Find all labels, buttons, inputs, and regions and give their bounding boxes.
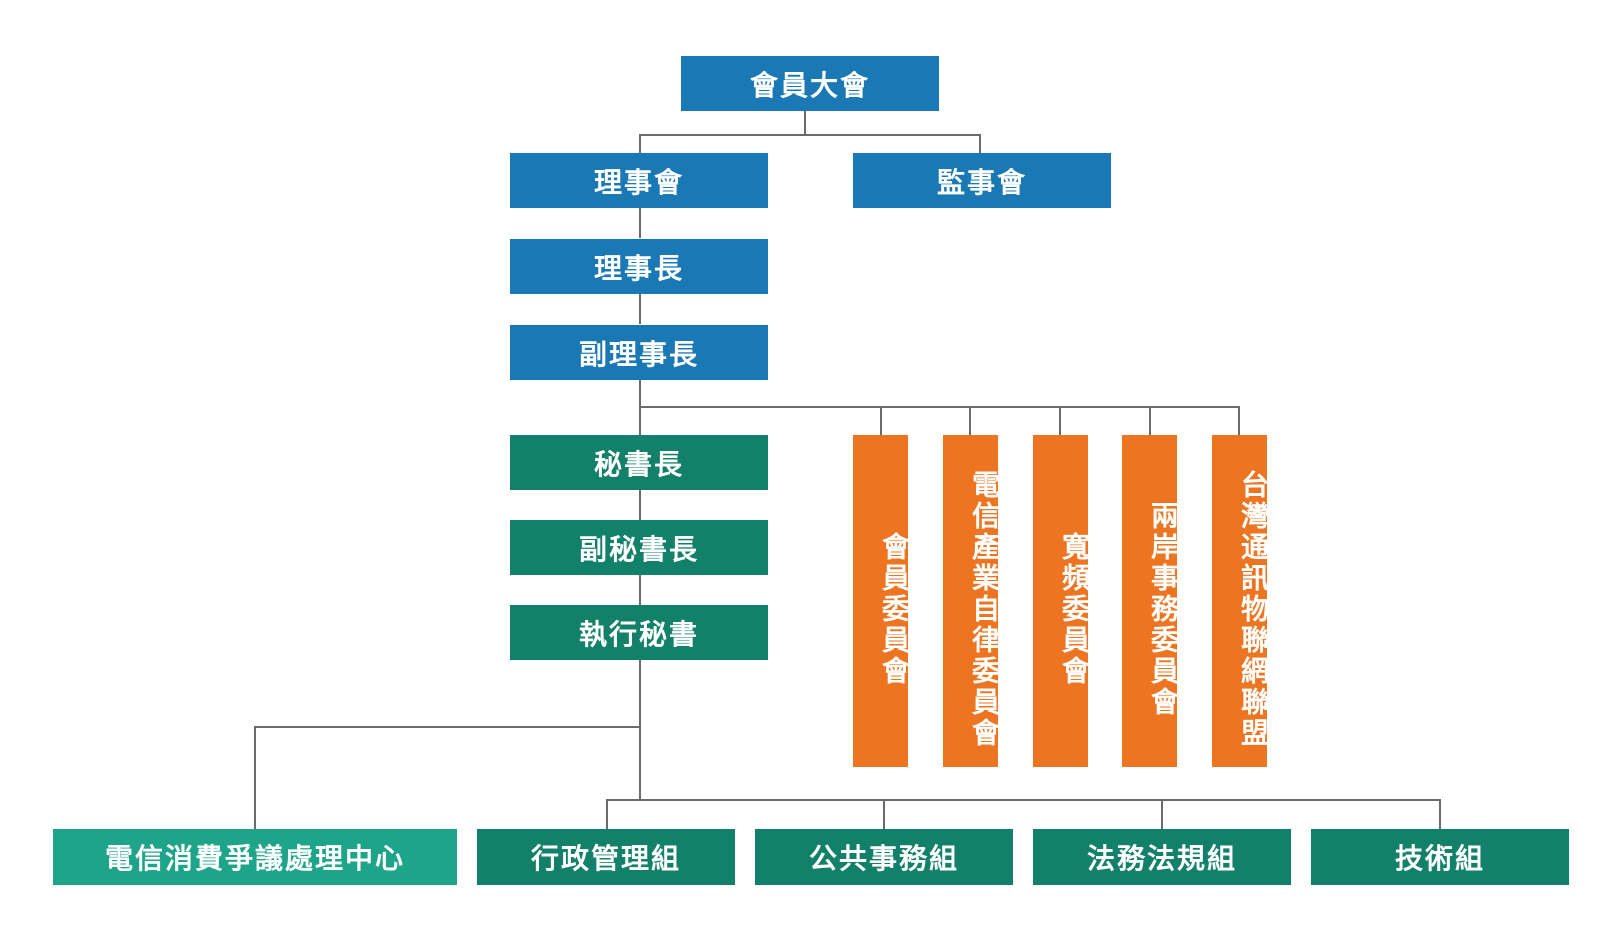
connector-line xyxy=(1059,406,1061,436)
secretary-general-box: 秘書長 xyxy=(510,435,768,490)
committee-broadband: 寬頻委員會 xyxy=(1033,435,1091,767)
connector-line xyxy=(254,726,640,728)
connector-line xyxy=(639,134,641,154)
group-public-affairs-box: 公共事務組 xyxy=(755,829,1013,885)
group-legal-box: 法務法規組 xyxy=(1033,829,1291,885)
group-technical-box: 技術組 xyxy=(1311,829,1569,885)
connector-line xyxy=(639,575,641,605)
group-admin-box: 行政管理組 xyxy=(477,829,735,885)
connector-line xyxy=(1439,799,1441,829)
connector-line xyxy=(1161,799,1163,829)
connector-line xyxy=(639,660,641,800)
connector-line xyxy=(606,799,1440,801)
chairman-box: 理事長 xyxy=(510,239,768,294)
committee-iot-alliance: 台灣通訊物聯網聯盟 xyxy=(1212,435,1270,767)
committee-telecom-self-regulation: 電信產業自律委員會 xyxy=(943,435,1001,767)
connector-line xyxy=(254,726,256,829)
committee-membership: 會員委員會 xyxy=(853,435,911,767)
board-of-directors-box: 理事會 xyxy=(510,153,768,208)
connector-line xyxy=(969,406,971,436)
executive-secretary-box: 執行秘書 xyxy=(510,605,768,660)
connector-line xyxy=(1238,406,1240,436)
vice-chairman-box: 副理事長 xyxy=(510,325,768,380)
connector-line xyxy=(639,134,980,136)
connector-line xyxy=(639,490,641,520)
dispute-center-box: 電信消費爭議處理中心 xyxy=(53,829,457,885)
general-assembly-box: 會員大會 xyxy=(681,56,939,111)
connector-line xyxy=(639,406,1239,408)
connector-line xyxy=(880,406,882,436)
connector-line xyxy=(639,380,641,435)
connector-line xyxy=(979,134,981,154)
connector-line xyxy=(883,799,885,829)
connector-line xyxy=(1149,406,1151,436)
deputy-secretary-general-box: 副秘書長 xyxy=(510,520,768,575)
connector-line xyxy=(606,799,608,829)
connector-line xyxy=(639,208,641,238)
board-of-supervisors-box: 監事會 xyxy=(853,153,1111,208)
connector-line xyxy=(804,111,806,135)
connector-line xyxy=(639,294,641,324)
committee-cross-strait: 兩岸事務委員會 xyxy=(1122,435,1180,767)
